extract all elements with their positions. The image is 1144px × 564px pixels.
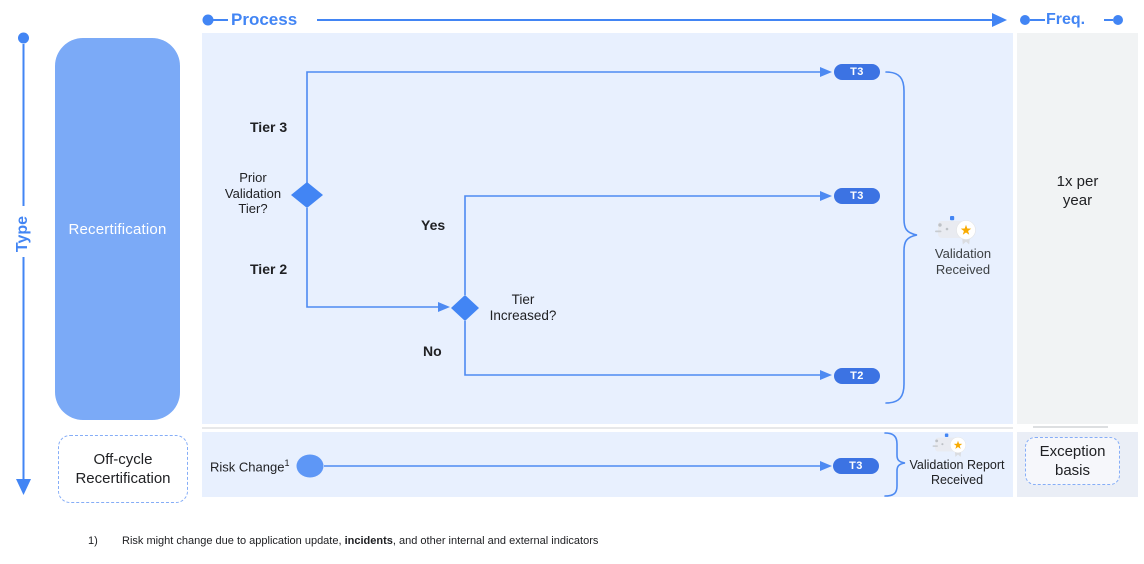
type-axis (16, 32, 31, 495)
lane-recertification-label: Recertification (68, 220, 167, 238)
tier-pill-t3-yes: T3 (834, 188, 880, 204)
line-yes-branch (464, 195, 820, 295)
no-branch-label: No (423, 343, 442, 359)
yes-branch-label: Yes (421, 217, 446, 233)
footnote-text-before: Risk might change due to application upd… (122, 535, 345, 547)
freq-axis-dot-right (1113, 15, 1123, 25)
process-panel-recertification (202, 33, 1013, 424)
decision-prior-tier-label: Prior Validation Tier? (224, 170, 282, 216)
footnote-text-bold: incidents (344, 535, 393, 547)
freq-axis (1020, 15, 1123, 25)
tier3-branch-label: Tier 3 (250, 119, 288, 135)
freq-axis-label: Freq. (1046, 11, 1086, 28)
tier2-branch-label: Tier 2 (250, 261, 288, 277)
lane-recertification: Recertification (55, 38, 180, 420)
flow-lines (306, 71, 820, 467)
freq-axis-dot-left (1020, 15, 1030, 25)
frequency-exception-label: Exception basis (1039, 443, 1106, 479)
frequency-panel-recertification (1017, 33, 1138, 424)
type-axis-label: Type (14, 215, 31, 253)
process-axis-dot (202, 14, 214, 26)
frequency-annual-label: 1x per year (1056, 173, 1099, 209)
footnote-text-after: , and other internal and external indica… (392, 535, 599, 547)
process-axis (202, 13, 1007, 27)
validation-medal-icon (934, 215, 976, 245)
line-no-branch (464, 321, 820, 376)
decision-tier-increased-label: Tier Increased? (489, 292, 557, 323)
process-axis-arrowhead (992, 13, 1007, 27)
type-axis-arrowhead (16, 479, 31, 495)
tier-pill-t3-top: T3 (834, 64, 880, 80)
tier-pill-t2-no: T2 (834, 368, 880, 384)
row-divider (202, 427, 1013, 429)
brace-validation-received (885, 71, 918, 404)
validation-report-medal-icon (932, 433, 967, 458)
brace-validation-report (884, 432, 906, 497)
line-tier2-branch (306, 208, 438, 308)
frequency-column-divider (1033, 426, 1108, 428)
line-tier3-branch (306, 71, 820, 183)
type-axis-dot (18, 32, 29, 44)
frequency-exception-box: Exception basis (1025, 437, 1120, 485)
validation-report-received-label: Validation Report Received (909, 458, 1005, 487)
process-axis-label: Process (231, 10, 298, 29)
lane-offcycle-recertification: Off-cycle Recertification (58, 435, 188, 503)
risk-change-start-node (296, 454, 324, 478)
decision-diamond-tier-increased (451, 295, 479, 321)
decision-diamond-prior-tier (291, 182, 323, 208)
footnote-text: Risk might change due to application upd… (122, 535, 598, 547)
validation-received-label: Validation Received (934, 246, 992, 277)
flow-arrowheads (438, 67, 832, 471)
tier-pill-t3-offcycle: T3 (833, 458, 879, 474)
lane-offcycle-label: Off-cycle Recertification (75, 451, 171, 487)
risk-change-text: Risk Change (210, 459, 285, 475)
footnote-marker: 1) (88, 535, 98, 547)
risk-change-label: Risk Change1 (210, 458, 289, 474)
risk-change-footnote-ref: 1 (284, 458, 290, 468)
